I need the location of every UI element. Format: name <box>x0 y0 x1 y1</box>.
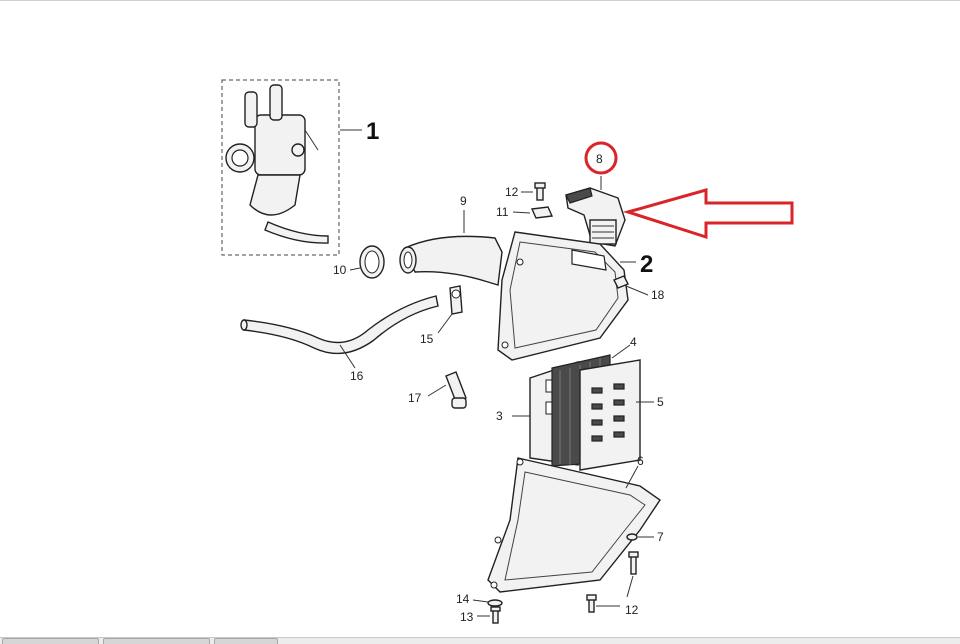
part-11-clip[interactable] <box>530 206 554 219</box>
part-9-intake-hose[interactable] <box>399 235 503 286</box>
callout-12-bottom: 12 <box>625 603 639 617</box>
part-13-screw[interactable] <box>490 606 501 624</box>
callout-8: 8 <box>596 152 603 166</box>
part-18-fastener[interactable] <box>613 275 629 289</box>
bottom-tab-3[interactable] <box>214 638 278 644</box>
part-5-filter-grille[interactable] <box>579 359 641 471</box>
part-15-hose-clip[interactable] <box>449 285 463 315</box>
callout-17: 17 <box>408 391 422 405</box>
callout-12-top: 12 <box>505 185 519 199</box>
callout-3: 3 <box>496 409 503 423</box>
highlight-circle <box>584 141 618 175</box>
callout-13: 13 <box>460 610 474 624</box>
callout-10: 10 <box>333 263 347 277</box>
callout-5: 5 <box>657 395 664 409</box>
part-17-drain-plug[interactable] <box>445 371 467 409</box>
callout-18: 18 <box>651 288 665 302</box>
callout-2: 2 <box>640 251 653 278</box>
part-6-airbox-cover[interactable] <box>487 457 661 593</box>
callout-16: 16 <box>350 369 364 383</box>
part-14-washer[interactable] <box>487 599 503 607</box>
part-2-airbox-housing[interactable] <box>497 231 629 361</box>
callout-11: 11 <box>496 205 509 219</box>
part-1-carburetor[interactable] <box>221 79 340 256</box>
bottom-tab-1[interactable] <box>2 638 99 644</box>
part-8-intake-elbow[interactable] <box>565 187 626 247</box>
callout-6: 6 <box>637 454 644 468</box>
callout-7: 7 <box>657 530 664 544</box>
bottom-scroll-bar <box>0 637 960 644</box>
callout-1: 1 <box>366 118 379 145</box>
top-border <box>0 0 960 1</box>
part-10-clamp[interactable] <box>359 245 385 279</box>
callout-4: 4 <box>630 335 637 349</box>
callout-15: 15 <box>420 332 434 346</box>
part-7-seal[interactable] <box>626 533 638 541</box>
bottom-tab-2[interactable] <box>103 638 210 644</box>
callout-14: 14 <box>456 592 470 606</box>
callout-9: 9 <box>460 194 467 208</box>
part-12-screw-top[interactable] <box>534 182 546 201</box>
highlight-arrow <box>622 188 794 240</box>
part-16-breather-hose[interactable] <box>240 295 439 355</box>
part-12-screws-bottom[interactable] <box>586 551 639 613</box>
